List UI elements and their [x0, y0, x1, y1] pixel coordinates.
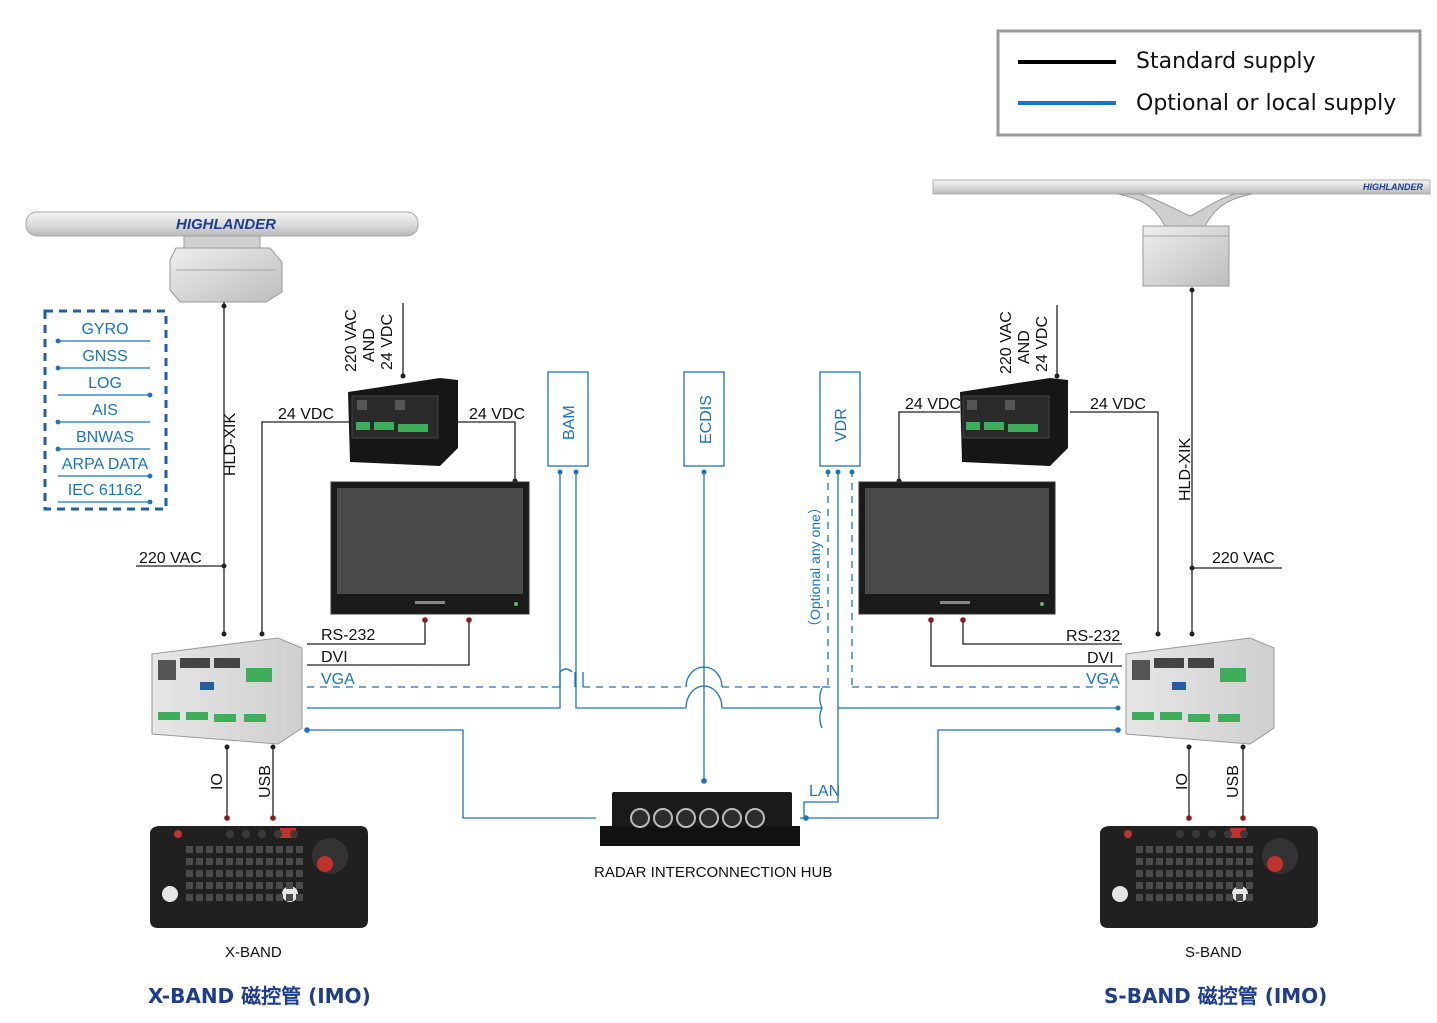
x-band-dvi-label: DVI — [321, 649, 348, 666]
sensor-inputs: GYRO GNSS LOG AIS BNWAS ARPA DATA IEC 61162 — [43, 309, 168, 511]
s-band-control-panel — [1100, 826, 1318, 928]
x-band-title: X-BAND 磁控管 (IMO) — [148, 984, 371, 1008]
hub-port-5[interactable] — [722, 808, 742, 828]
x-band-io-label: IO — [209, 773, 226, 790]
x-band-processor — [151, 637, 303, 745]
hub-port-2[interactable] — [653, 808, 673, 828]
x-band-antenna: HIGHLANDER — [25, 211, 419, 303]
bam-box[interactable] — [547, 371, 589, 467]
s-band-psu-input-line2: AND — [1016, 330, 1033, 364]
vdr-label: VDR — [833, 408, 850, 442]
x-band-psu-input-line2: AND — [361, 328, 378, 362]
x-band-antenna-logo: HIGHLANDER — [176, 216, 276, 233]
s-band-dvi-label: DVI — [1087, 650, 1114, 667]
s-band-keyboard-caption: S-BAND — [1185, 944, 1242, 961]
s-band-monitor-screen — [865, 488, 1049, 594]
x-band-antenna-neck — [183, 235, 261, 249]
sensor-arpa-data: ARPA DATA — [62, 456, 149, 473]
x-band-keyboard-caption: X-BAND — [225, 944, 282, 961]
s-band-antenna-mount — [1117, 193, 1253, 227]
x-band-mains-label: 220 VAC — [139, 550, 202, 567]
s-band-psu-out-left-label: 24 VDC — [905, 396, 961, 413]
s-band-wiring — [896, 287, 1282, 821]
s-band-psu-out-right-label: 24 VDC — [1090, 396, 1146, 413]
s-band-processor — [1125, 637, 1275, 745]
radar-interconnection-hub — [600, 792, 800, 846]
x-band-wiring — [136, 302, 518, 821]
s-band-power-supply — [960, 378, 1068, 466]
sensor-gyro: GYRO — [81, 321, 128, 338]
s-band-usb-label: USB — [1225, 765, 1242, 798]
x-band-psu-input-line1: 220 VAC — [343, 309, 360, 372]
s-band-antenna: HIGHLANDER — [932, 179, 1431, 287]
s-band-processor-body — [1125, 637, 1275, 745]
s-band-antenna-logo: HIGHLANDER — [1363, 182, 1423, 192]
x-band-psu-input-label: 220 VAC AND 24 VDC — [343, 309, 396, 372]
x-band-usb-label: USB — [257, 765, 274, 798]
x-band-vga-label: VGA — [321, 671, 355, 688]
x-band-monitor-screen — [337, 488, 523, 594]
hub-caption: RADAR INTERCONNECTION HUB — [594, 864, 832, 881]
ecdis-box[interactable] — [683, 371, 725, 467]
s-band-psu-input-line1: 220 VAC — [998, 311, 1015, 374]
x-band-turning-unit — [169, 247, 283, 303]
hub-port-3[interactable] — [676, 808, 696, 828]
legend-standard-label: Standard supply — [1136, 49, 1316, 74]
x-band-monitor — [330, 481, 530, 615]
s-band-turning-unit — [1142, 225, 1230, 287]
s-band-title: S-BAND 磁控管 (IMO) — [1104, 984, 1327, 1008]
x-band-antenna-cable-label: HLD-XIK — [222, 413, 239, 476]
s-band-vga-label: VGA — [1086, 671, 1120, 688]
x-band-psu-out-left-label: 24 VDC — [278, 406, 334, 423]
s-band-psu-input-line3: 24 VDC — [1034, 316, 1051, 372]
bam-label: BAM — [561, 405, 578, 440]
x-band-power-supply — [348, 378, 458, 466]
x-band-control-panel — [150, 826, 368, 928]
sensor-list: GYRO GNSS LOG AIS BNWAS ARPA DATA IEC 61162 — [55, 321, 153, 505]
x-band-rs232-label: RS-232 — [321, 627, 375, 644]
hub-port-1[interactable] — [630, 808, 650, 828]
optional-wiring — [304, 371, 1121, 821]
sensor-log: LOG — [88, 375, 122, 392]
x-band-psu-out-right-label: 24 VDC — [469, 406, 525, 423]
s-band-io-label: IO — [1174, 773, 1191, 790]
ecdis-label: ECDIS — [698, 395, 715, 444]
sensor-iec-61162: IEC 61162 — [68, 482, 143, 499]
sensor-ais: AIS — [92, 402, 118, 419]
legend: Standard supply Optional or local supply — [996, 29, 1422, 137]
s-band-monitor — [858, 481, 1056, 615]
x-band-processor-body — [151, 637, 303, 745]
s-band-antenna-cable-label: HLD-XIK — [1177, 438, 1194, 501]
x-band-psu-input-line3: 24 VDC — [379, 314, 396, 370]
sensor-box-frame — [43, 309, 168, 511]
optional-any-one-note: （Optional any one） — [807, 500, 823, 634]
s-band-mains-label: 220 VAC — [1212, 550, 1275, 567]
legend-optional-label: Optional or local supply — [1136, 91, 1396, 116]
vdr-box[interactable] — [819, 371, 861, 467]
legend-frame — [996, 29, 1422, 137]
s-band-rs232-label: RS-232 — [1066, 628, 1120, 645]
hub-port-4[interactable] — [699, 808, 719, 828]
sensor-gnss: GNSS — [82, 348, 127, 365]
hub-port-6[interactable] — [745, 808, 765, 828]
s-band-psu-input-label: 220 VAC AND 24 VDC — [998, 311, 1051, 374]
lan-label: LAN — [809, 783, 840, 800]
sensor-bnwas: BNWAS — [76, 429, 134, 446]
s-band-antenna-array — [932, 179, 1431, 195]
